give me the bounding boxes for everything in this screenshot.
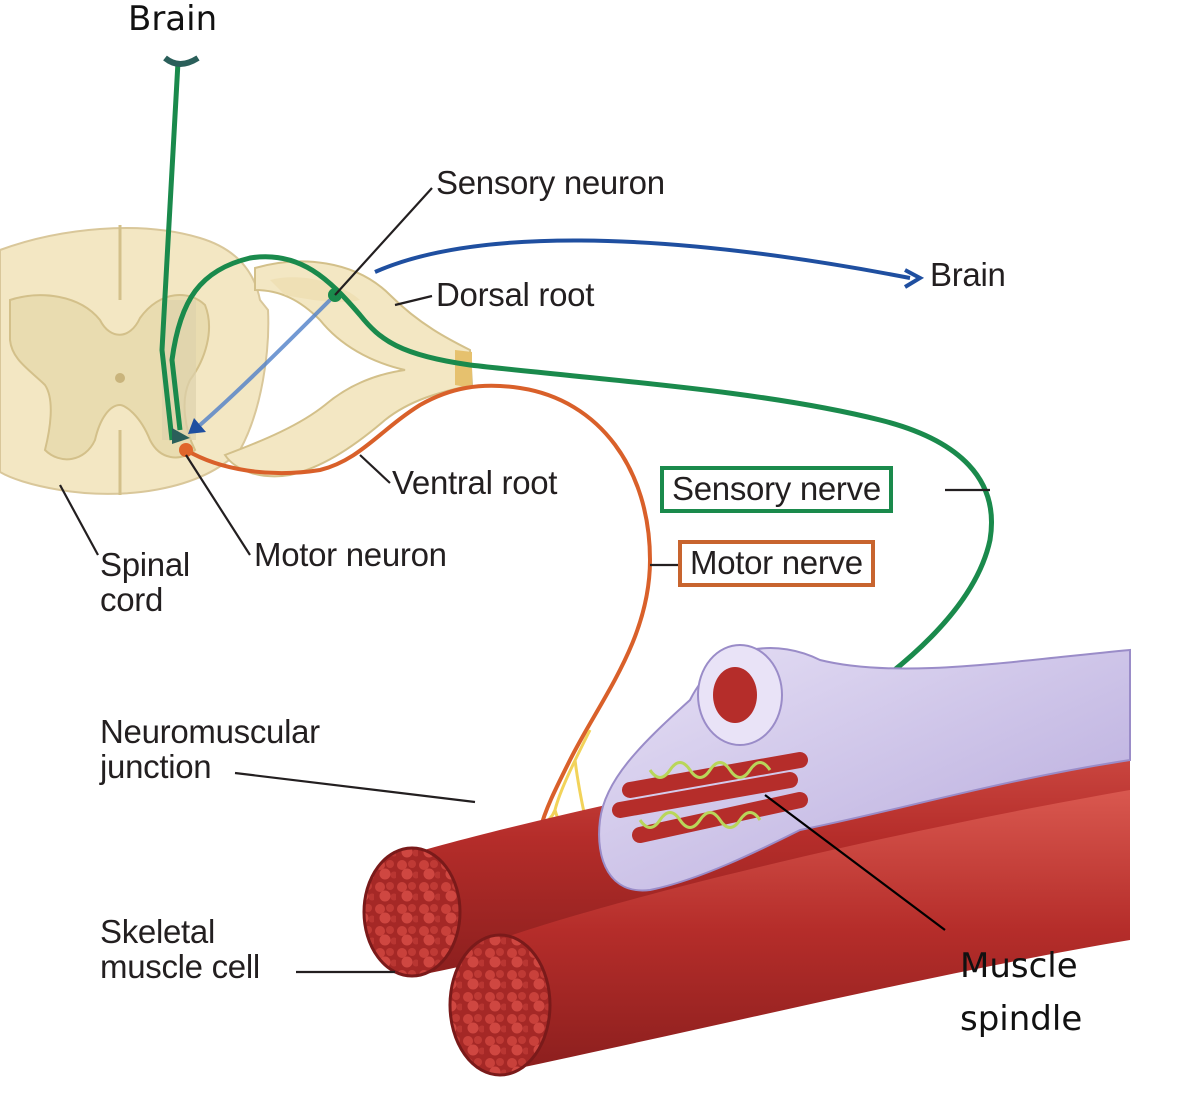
skeletal-muscle-cell-label: Skeletal muscle cell bbox=[100, 913, 260, 985]
motor-nerve-label: Motor nerve bbox=[678, 540, 875, 587]
motor-neuron-cell-body bbox=[179, 443, 193, 457]
leader-motor-neuron bbox=[185, 454, 251, 556]
leader-lines bbox=[59, 187, 990, 974]
brain-terminal-top bbox=[163, 55, 200, 67]
ventral-root-label: Ventral root bbox=[392, 464, 558, 501]
muscle-cut-face-back bbox=[362, 846, 462, 978]
muscle-fiber-front bbox=[448, 790, 1130, 1077]
sensory-pathway bbox=[169, 254, 994, 713]
leader-sensory-neuron bbox=[334, 187, 433, 296]
leader-ventral-root bbox=[359, 454, 391, 484]
leader-spinal-cord bbox=[59, 484, 99, 556]
spinal-nerve-junction bbox=[455, 350, 472, 388]
sensory-nerve-label: Sensory nerve bbox=[660, 466, 893, 513]
leader-neuromuscular-junction bbox=[234, 771, 476, 804]
central-canal bbox=[115, 373, 125, 383]
sensory-endings-coil bbox=[638, 761, 772, 829]
motor-neuron-label: Motor neuron bbox=[254, 536, 447, 573]
sensory-to-motor-arrow-head bbox=[188, 418, 206, 434]
neuromuscular-junction-label: Neuromuscular junction bbox=[100, 713, 320, 785]
muscle-spindle-label: Muscle spindle bbox=[960, 946, 1083, 1039]
root-loop bbox=[223, 260, 474, 478]
brain-label-top: Brain bbox=[128, 0, 218, 39]
motor-synapse-terminal bbox=[172, 428, 190, 444]
spinal-cord-section bbox=[0, 225, 270, 495]
leader-muscle-spindle bbox=[764, 794, 946, 931]
muscle-cut-face-front bbox=[448, 933, 552, 1077]
sensory-to-motor-arrow bbox=[198, 298, 332, 427]
leader-dorsal-root bbox=[394, 294, 433, 307]
ascending-pathway-to-brain bbox=[374, 238, 911, 280]
spinal-cord-label: Spinal cord bbox=[100, 546, 190, 618]
muscle-spindle-structure bbox=[598, 644, 1131, 892]
descending-brain-pathway bbox=[159, 61, 181, 441]
motor-pathway bbox=[184, 383, 653, 831]
brain-label-right: Brain bbox=[930, 256, 1006, 293]
intrafusal-fiber-top bbox=[713, 667, 757, 723]
brain-arrow-head bbox=[903, 268, 925, 289]
sensory-neuron-label: Sensory neuron bbox=[436, 164, 665, 201]
dorsal-root-label: Dorsal root bbox=[436, 276, 595, 313]
